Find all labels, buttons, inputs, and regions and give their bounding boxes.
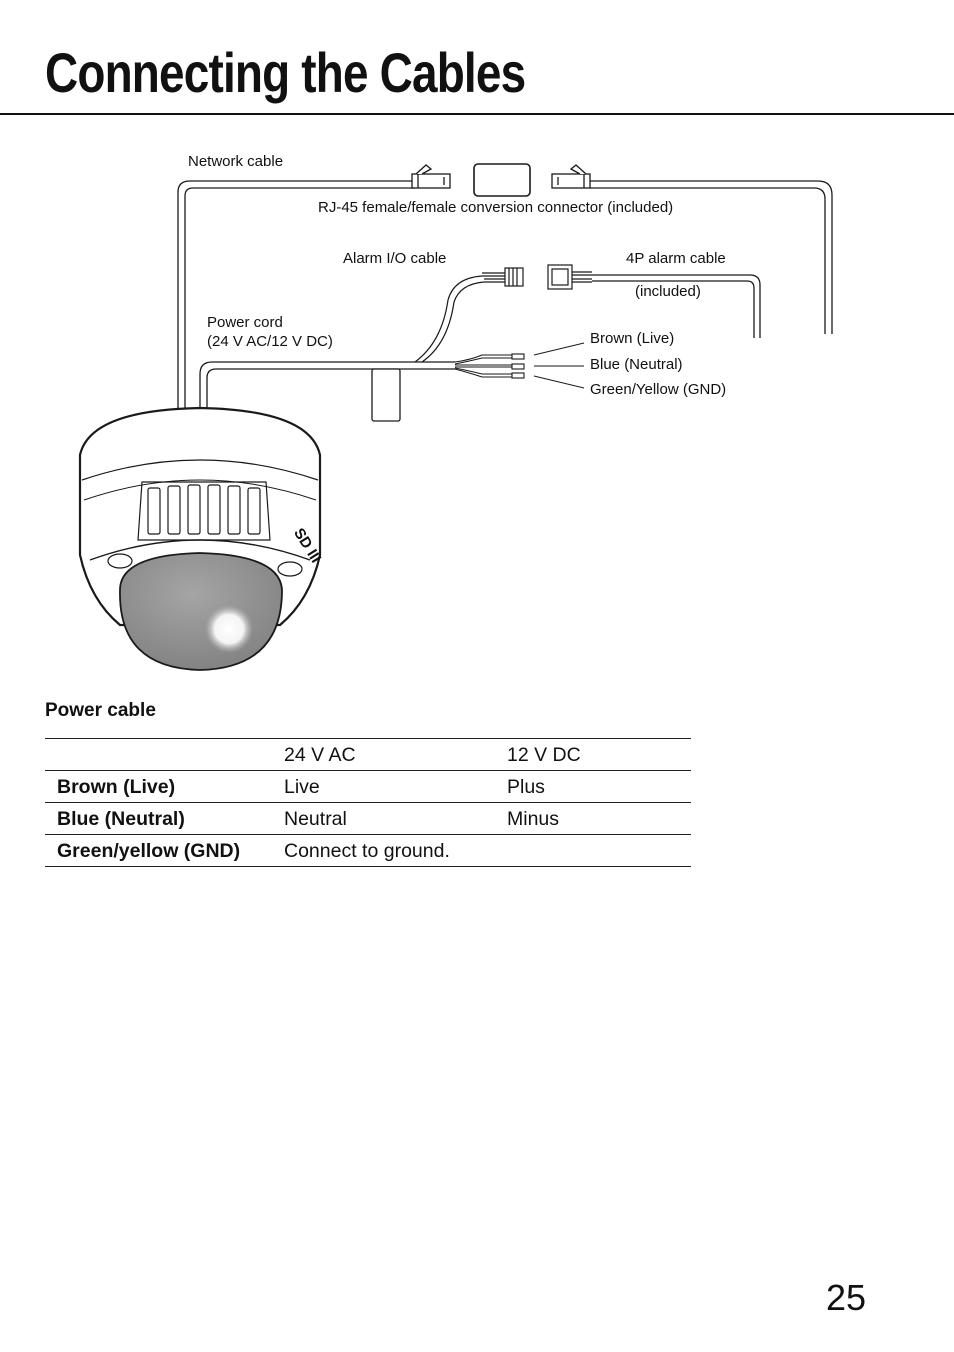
network-cable [177, 180, 415, 410]
cell-24v-ac: Live [284, 770, 507, 803]
cable-connection-diagram: SD III Network cable RJ-45 female/female… [78, 153, 833, 671]
power-cable-table: 24 V AC 12 V DC Brown (Live) Live Plus B… [45, 738, 691, 867]
title-divider [0, 113, 954, 115]
cell-12v-dc [507, 834, 691, 867]
label-wire-blue: Blue (Neutral) [590, 356, 683, 373]
power-cable-heading: Power cable [45, 700, 156, 721]
cell-24v-ac: Connect to ground. [284, 834, 507, 867]
label-wire-green: Green/Yellow (GND) [590, 381, 726, 398]
label-network-cable: Network cable [188, 153, 283, 170]
dome-camera-illustration: SD III [78, 406, 324, 671]
alarm-io-connector [504, 267, 524, 287]
power-cord [199, 361, 455, 410]
label-4p-included: (included) [635, 283, 701, 300]
alarm-io-cable [414, 272, 506, 363]
column-header: 12 V DC [507, 738, 691, 771]
label-wire-brown: Brown (Live) [590, 330, 674, 347]
rj45-conversion-connector [473, 163, 531, 197]
table-header-row: 24 V AC 12 V DC [45, 738, 691, 771]
label-power-cord-spec: (24 V AC/12 V DC) [207, 333, 333, 350]
column-header: 24 V AC [284, 738, 507, 771]
label-power-cord: Power cord [207, 314, 283, 331]
rj45-plug-right [551, 164, 591, 189]
page-title: Connecting the Cables [45, 41, 526, 104]
power-cord-clamp [371, 368, 401, 422]
wire-leader-lines [533, 342, 585, 389]
page-number: 25 [826, 1277, 867, 1318]
row-label: Green/yellow (GND) [45, 834, 284, 867]
power-wire-ends [454, 353, 525, 379]
row-label: Brown (Live) [45, 770, 284, 803]
label-alarm-io-cable: Alarm I/O cable [343, 250, 446, 267]
table-row: Green/yellow (GND) Connect to ground. [45, 834, 691, 867]
table-row: Blue (Neutral) Neutral Minus [45, 802, 691, 835]
network-cable-extension [590, 180, 833, 334]
rj45-plug-left [411, 164, 451, 189]
cell-24v-ac: Neutral [284, 802, 507, 835]
cell-12v-dc: Minus [507, 802, 691, 835]
label-rj45-connector: RJ-45 female/female conversion connector… [318, 199, 673, 216]
table-row: Brown (Live) Live Plus [45, 770, 691, 803]
cell-12v-dc: Plus [507, 770, 691, 803]
column-header [45, 738, 284, 771]
row-label: Blue (Neutral) [45, 802, 284, 835]
label-4p-alarm-cable: 4P alarm cable [626, 250, 726, 267]
alarm-4p-cable [592, 274, 761, 338]
alarm-4p-connector [547, 264, 592, 290]
